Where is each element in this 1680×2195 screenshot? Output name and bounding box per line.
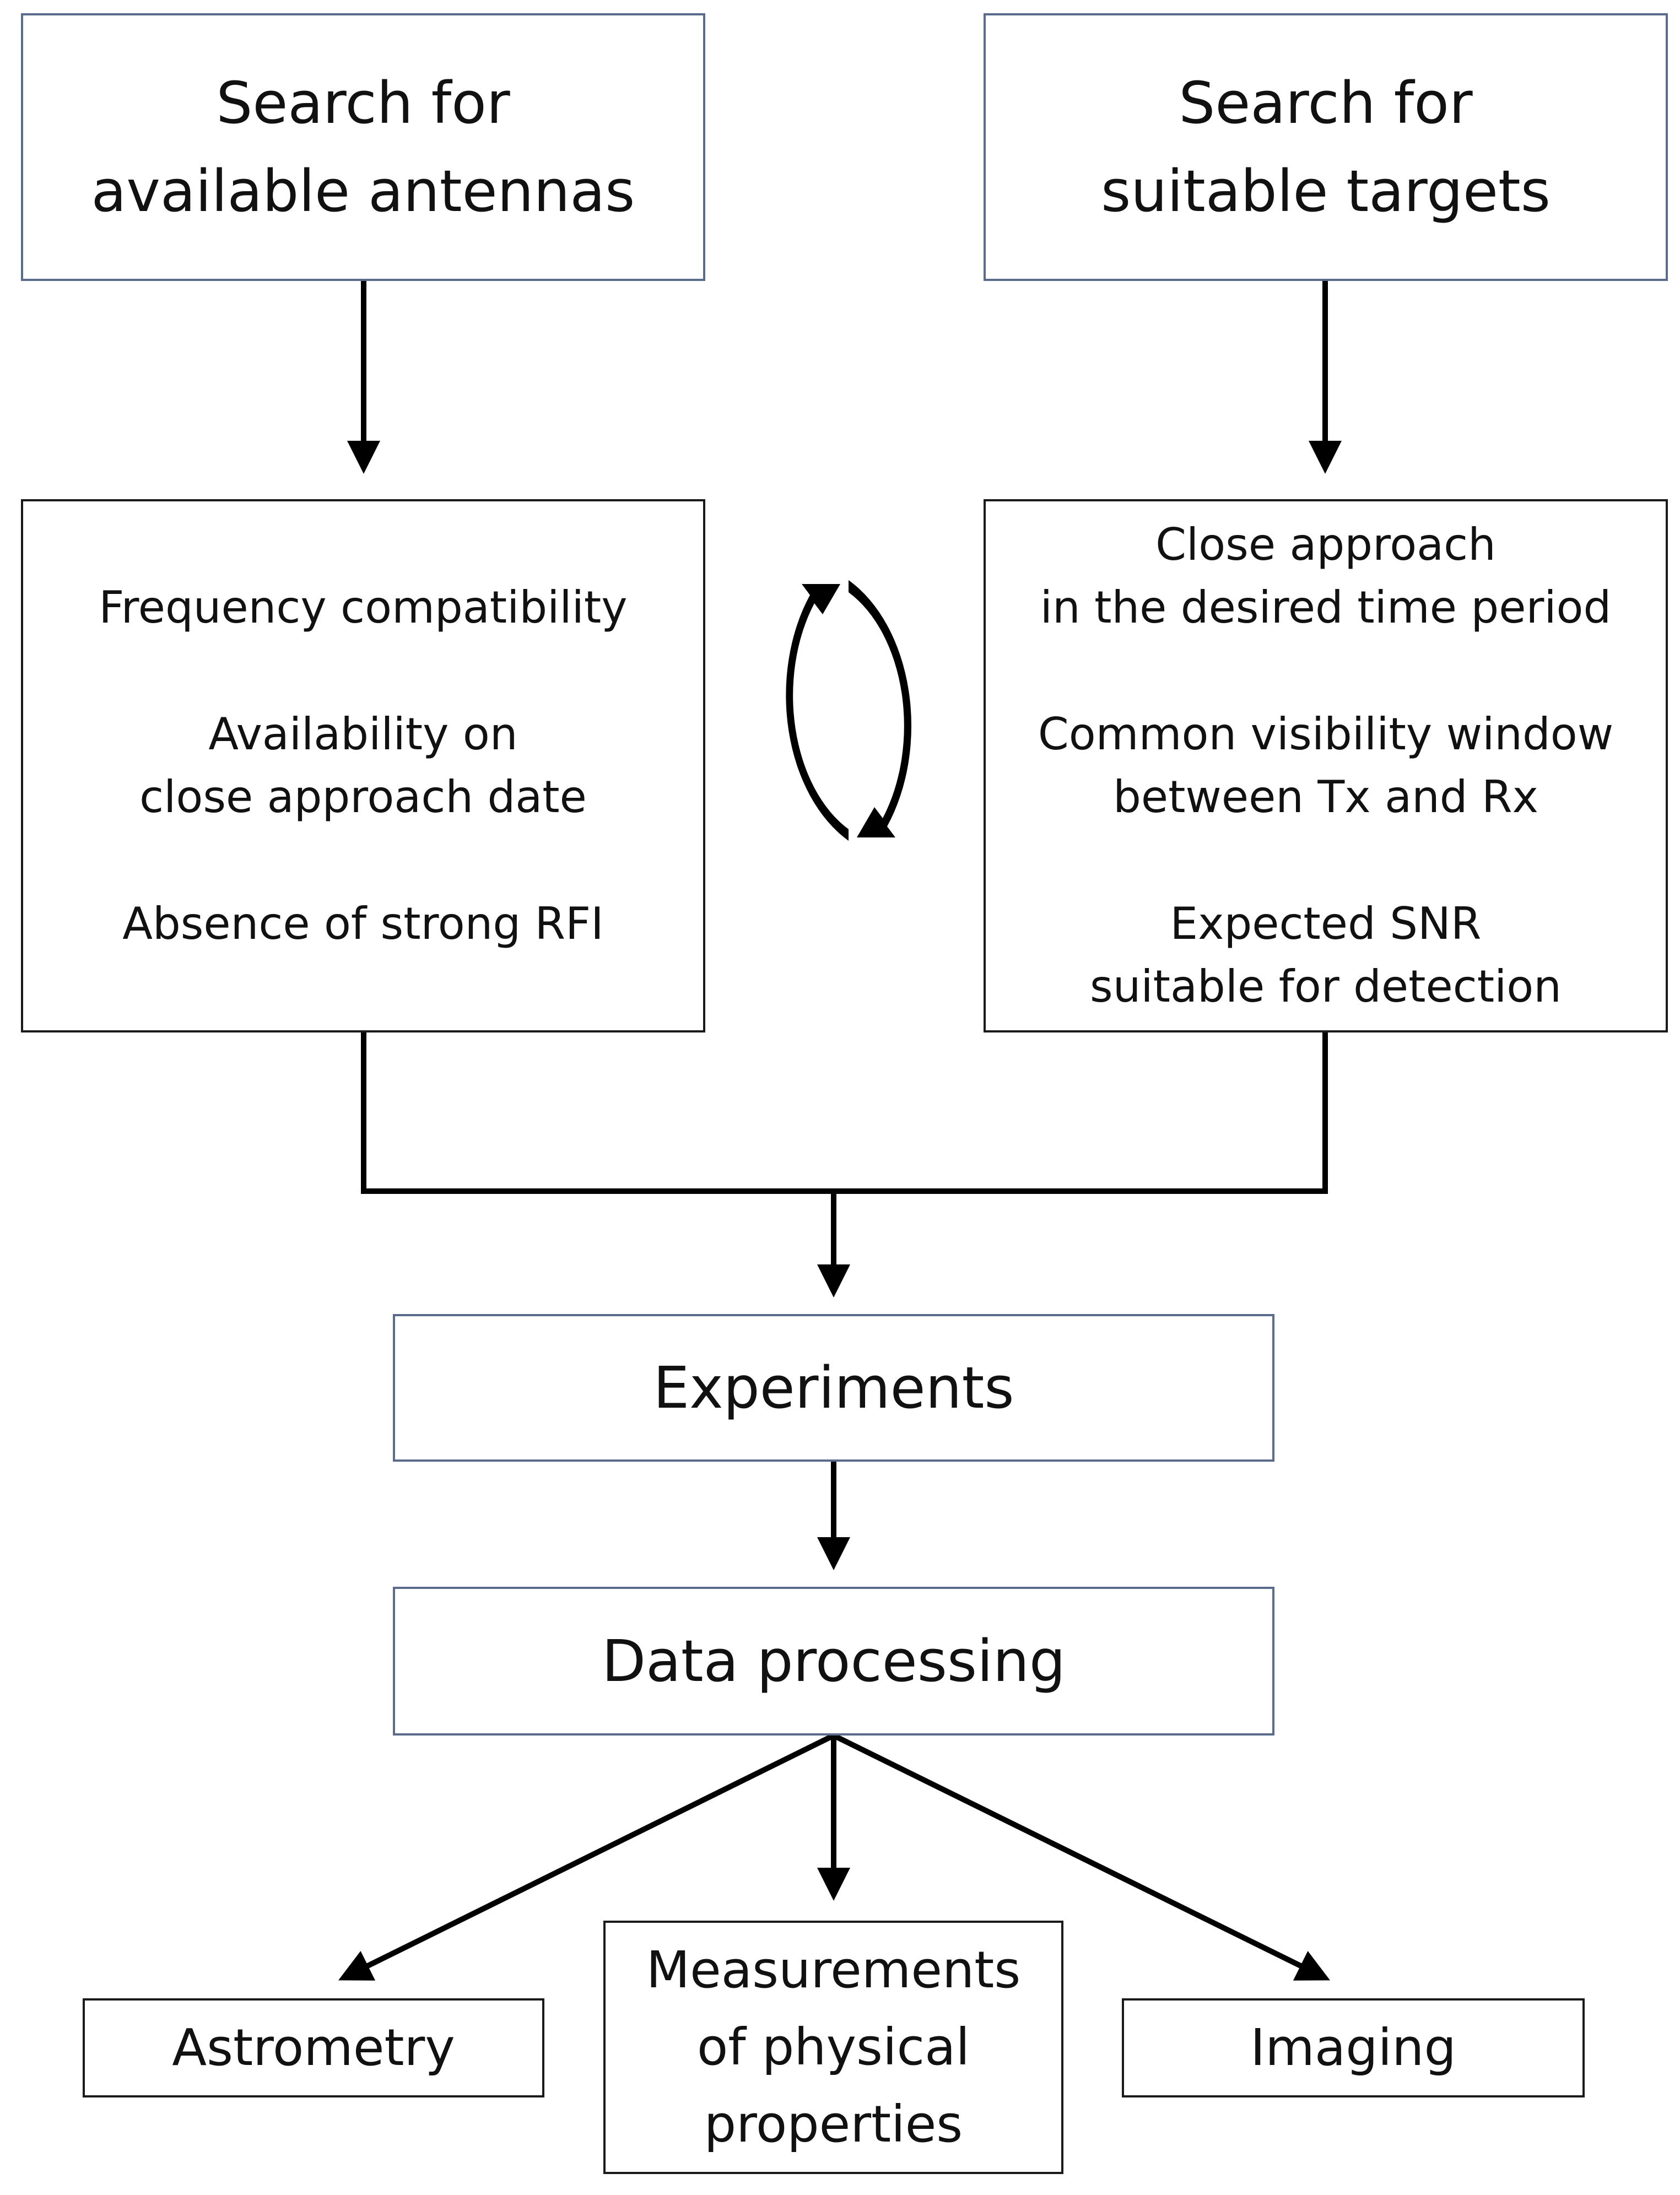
- criterion-availability: Availability on close approach date: [139, 703, 587, 829]
- search-targets-box: Search for suitable targets: [984, 13, 1668, 281]
- criterion-text: Close approach: [1155, 519, 1496, 570]
- measurements-line3: properties: [704, 2095, 963, 2154]
- imaging-label: Imaging: [1250, 2018, 1456, 2077]
- astrometry-label: Astrometry: [172, 2018, 455, 2077]
- experiments-box: Experiments: [393, 1314, 1274, 1462]
- search-antennas-line2: available antennas: [91, 158, 635, 225]
- merge-connector: [361, 1032, 1328, 1194]
- criterion-text: in the desired time period: [1040, 582, 1612, 633]
- criterion-text: Availability on: [208, 709, 518, 760]
- measurements-line2: of physical: [696, 2018, 970, 2077]
- criterion-rfi: Absence of strong RFI: [122, 893, 604, 955]
- experiments-label: Experiments: [653, 1354, 1014, 1421]
- criterion-text: Absence of strong RFI: [122, 898, 604, 949]
- data-processing-box: Data processing: [393, 1587, 1274, 1736]
- criterion-text: close approach date: [139, 771, 587, 823]
- search-targets-line2: suitable targets: [1101, 158, 1551, 225]
- imaging-box: Imaging: [1122, 1998, 1585, 2097]
- criterion-text: suitable for detection: [1090, 961, 1562, 1012]
- criterion-snr: Expected SNR suitable for detection: [1090, 893, 1562, 1018]
- search-antennas-box: Search for available antennas: [21, 13, 705, 281]
- cycle-arrows-icon: [786, 580, 912, 841]
- target-criteria-box: Close approach in the desired time perio…: [984, 499, 1668, 1032]
- measurements-box: Measurements of physical properties: [603, 1921, 1063, 2174]
- search-antennas-line1: Search for: [216, 69, 510, 137]
- data-processing-label: Data processing: [602, 1628, 1066, 1695]
- antenna-criteria-box: Frequency compatibility Availability on …: [21, 499, 705, 1032]
- criterion-text: Common visibility window: [1038, 709, 1614, 760]
- criterion-text: between Tx and Rx: [1113, 771, 1538, 823]
- criterion-visibility: Common visibility window between Tx and …: [1038, 703, 1613, 829]
- criterion-frequency: Frequency compatibility: [99, 576, 627, 639]
- arrow-to-astrometry: [338, 1733, 835, 1981]
- criterion-close-approach: Close approach in the desired time perio…: [1040, 513, 1612, 639]
- measurements-line1: Measurements: [646, 1940, 1021, 1999]
- astrometry-box: Astrometry: [83, 1998, 544, 2097]
- criterion-text: Expected SNR: [1170, 898, 1482, 949]
- arrow-to-imaging: [832, 1733, 1330, 1981]
- search-targets-line1: Search for: [1179, 69, 1473, 137]
- criterion-text: Frequency compatibility: [99, 582, 628, 633]
